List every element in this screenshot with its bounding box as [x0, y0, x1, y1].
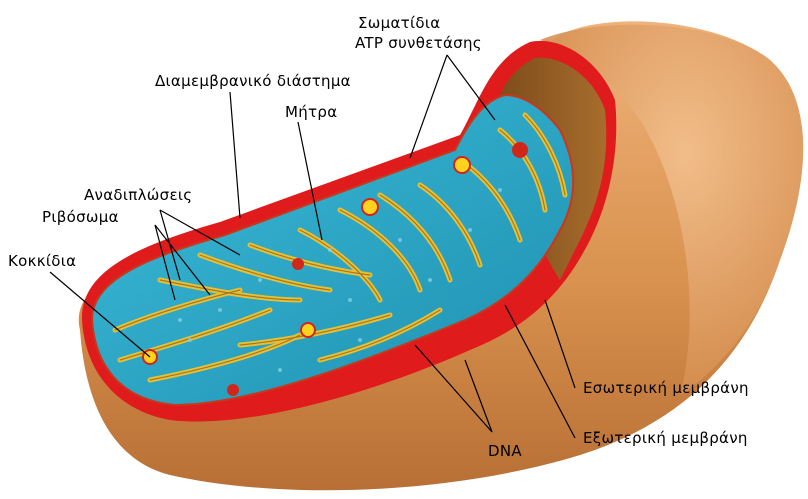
- granule: [292, 258, 304, 270]
- label-cristae: Αναδιπλώσεις: [84, 186, 192, 204]
- label-ribosomes: Ριβόσωμα: [42, 208, 119, 226]
- label-outer-membrane: Εξωτερική μεμβράνη: [583, 429, 748, 447]
- label-atp-synthase-line2: ATP συνθετάσης: [355, 34, 482, 52]
- label-granules: Κοκκίδια: [8, 252, 76, 270]
- granule: [512, 142, 528, 158]
- granule: [301, 323, 315, 337]
- granule: [454, 157, 470, 173]
- label-dna: DNA: [488, 442, 522, 460]
- label-intermembrane-space: Διαμεμβρανικό διάστημα: [155, 72, 351, 90]
- label-inner-membrane: Εσωτερική μεμβράνη: [583, 379, 749, 397]
- granule: [362, 199, 378, 215]
- label-atp-synthase-line1: Σωματίδια: [358, 14, 440, 32]
- label-matrix: Μήτρα: [285, 103, 337, 121]
- granule: [227, 384, 239, 396]
